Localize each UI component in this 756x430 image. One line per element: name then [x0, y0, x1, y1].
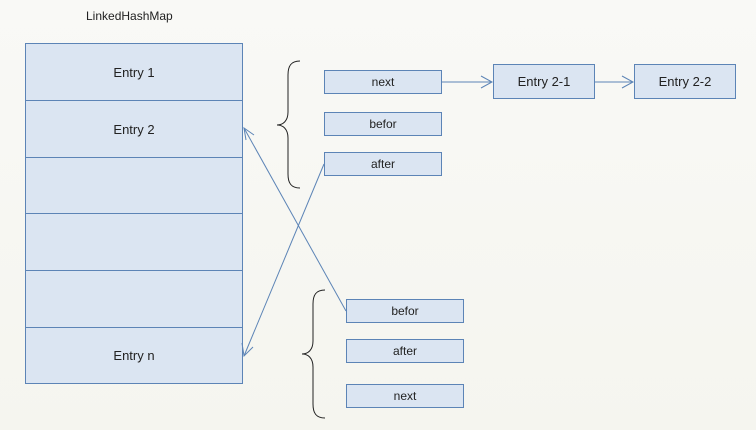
chain-entry-2-2: Entry 2-2 [634, 64, 736, 99]
table-entry-empty-3 [25, 270, 243, 328]
table-entry-empty-2 [25, 213, 243, 271]
top-befor-box: befor [324, 112, 442, 136]
table-entry-empty-1 [25, 157, 243, 214]
top-group-brace [276, 60, 301, 189]
top-after-box: after [324, 152, 442, 176]
arrow-after-to-entry-n-head [241, 342, 254, 358]
top-next-box: next [324, 70, 442, 94]
diagram-title: LinkedHashMap [86, 9, 173, 23]
arrow-next-to-entry-2-1-head [480, 75, 494, 89]
chain-entry-2-1: Entry 2-1 [493, 64, 595, 99]
table-entry-2: Entry 2 [25, 100, 243, 158]
table-entry-1: Entry 1 [25, 43, 243, 101]
bottom-group-brace [301, 289, 326, 419]
arrow-befor-to-entry-2-head [243, 126, 255, 141]
bottom-next-box: next [346, 384, 464, 408]
arrow-entry-2-1-to-2-2-head [621, 75, 635, 89]
bottom-after-box: after [346, 339, 464, 363]
arrow-after-to-entry-n [243, 163, 325, 357]
table-entry-n: Entry n [25, 327, 243, 384]
bottom-befor-box: befor [346, 299, 464, 323]
